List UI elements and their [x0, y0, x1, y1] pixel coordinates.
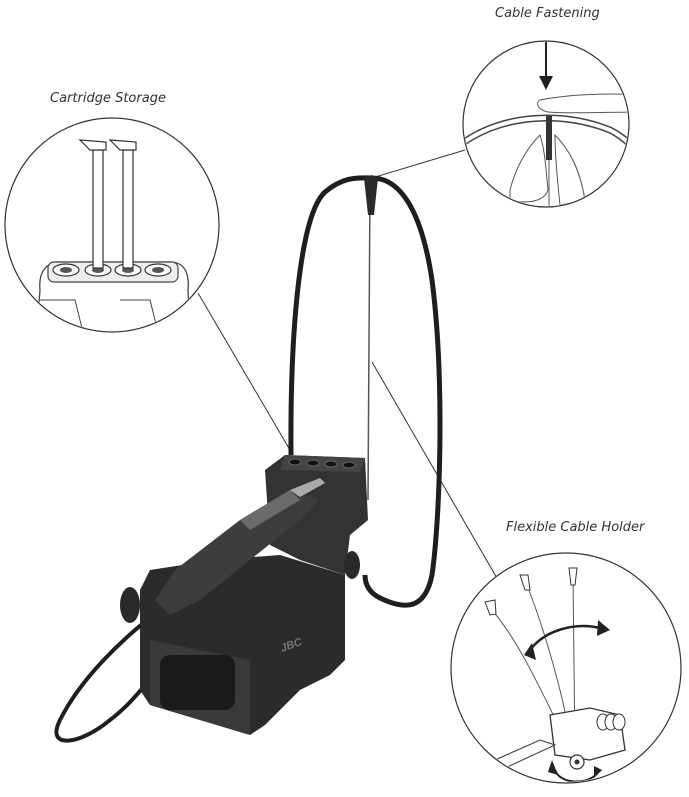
station-front-recess	[160, 655, 235, 710]
callout-cartridge-storage	[4, 117, 220, 333]
main-cable	[288, 175, 443, 608]
soldering-station: JBC	[54, 175, 443, 743]
right-knob	[344, 551, 360, 579]
callout-flexible-holder	[450, 552, 682, 784]
holder-body	[265, 455, 368, 575]
label-cartridge-storage: Cartridge Storage	[50, 91, 166, 106]
callout-cable-fastening	[462, 40, 630, 208]
handpiece-cable	[54, 608, 162, 743]
holder-top	[280, 455, 365, 472]
cable-clip	[364, 175, 378, 215]
handpiece-grip-highlight	[240, 490, 300, 530]
label-cable-fastening: Cable Fastening	[495, 6, 600, 21]
handpiece	[155, 490, 320, 615]
leader-storage	[197, 292, 291, 451]
arrow-down-icon	[539, 42, 553, 90]
leader-fastening	[371, 149, 466, 179]
rotate-arrow-icon	[524, 620, 610, 660]
holder-rod	[367, 184, 371, 501]
handpiece-tip	[290, 478, 325, 497]
label-flexible-cable-holder: Flexible Cable Holder	[506, 520, 645, 535]
cartridges	[78, 139, 137, 269]
storage-holes	[288, 458, 356, 469]
left-knob	[120, 587, 140, 623]
